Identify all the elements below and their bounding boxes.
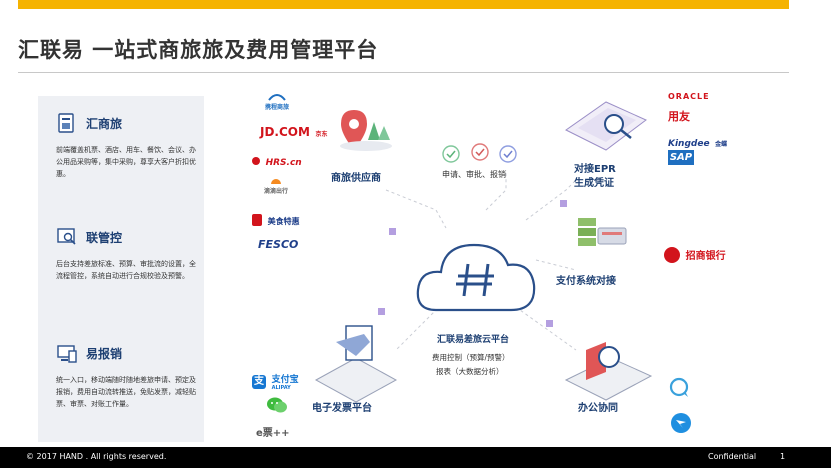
alipay-logo: 支 支付宝 ALIPAY bbox=[252, 371, 299, 391]
cash-icon bbox=[578, 218, 596, 226]
jd-logo-cn: 京东 bbox=[315, 131, 328, 138]
travel-icon bbox=[58, 113, 74, 133]
cmb-logo: 招商银行 bbox=[664, 244, 726, 263]
platform-logo-icon bbox=[456, 263, 494, 297]
hrs-logo: HRS.cn bbox=[252, 150, 302, 169]
cmb-logo-text: 招商银行 bbox=[685, 251, 726, 262]
jd-logo: JD.COM 京东 bbox=[260, 121, 328, 140]
connector-supplier bbox=[385, 189, 447, 229]
kingdee-logo: Kingdee 金蝶 bbox=[668, 131, 727, 150]
footer-confidential: Confidential bbox=[708, 452, 757, 461]
feature-travel-name: 汇商旅 bbox=[86, 117, 123, 131]
fesco-logo: FESCO bbox=[258, 238, 299, 251]
feature-control-desc: 后台支持差旅标准、预算、审批流的设置，全流程管控，系统自动进行合规校验及预警。 bbox=[56, 260, 196, 280]
features-panel bbox=[38, 96, 204, 442]
didi-logo-text: 滴滴出行 bbox=[263, 188, 288, 195]
footer-copyright: © 2017 HAND . All rights reserved. bbox=[26, 452, 167, 461]
footer-page-number: 1 bbox=[780, 452, 786, 461]
page-title: 汇联易 一站式商旅旅及费用管理平台 bbox=[18, 38, 379, 62]
cube-1 bbox=[389, 228, 396, 235]
invoice-node bbox=[314, 325, 398, 403]
feature-reimburse-desc: 统一入口，移动端随时随地差旅申请、预定及报销，费用自动流转推送，免贴发票，减轻贴… bbox=[56, 376, 196, 408]
erp-label-2: 生成凭证 bbox=[574, 176, 614, 189]
cart-icon bbox=[336, 334, 370, 356]
chat-bubble-icon bbox=[669, 377, 689, 397]
cloud-title-label: 汇联易差旅云平台 bbox=[437, 333, 509, 345]
dingtalk-icon bbox=[671, 413, 691, 433]
ctrip-logo-text: 携程商旅 bbox=[264, 104, 289, 111]
connector-payment bbox=[535, 259, 577, 271]
office-label: 办公协同 bbox=[578, 401, 618, 414]
meishi-logo-text: 美食特惠 bbox=[267, 217, 300, 226]
wechat-icon bbox=[267, 397, 287, 413]
cloud-line1-label: 费用控制（预算/预警） bbox=[432, 352, 510, 362]
cube-4 bbox=[378, 308, 385, 315]
card-icon bbox=[597, 227, 627, 245]
erp-label-1: 对接EPR bbox=[574, 162, 616, 175]
oracle-logo: ORACLE bbox=[668, 92, 710, 101]
map-pin-icon bbox=[341, 110, 367, 150]
didi-logo: 滴滴出行 bbox=[256, 174, 296, 195]
top-accent-bar bbox=[18, 0, 789, 9]
office-node bbox=[564, 342, 653, 401]
alipay-logo-text: 支付宝 bbox=[271, 375, 299, 385]
cube-2 bbox=[560, 200, 567, 207]
reimburse-icon bbox=[499, 145, 517, 163]
payment-label: 支付系统对接 bbox=[555, 274, 616, 287]
kingdee-logo-text: Kingdee bbox=[668, 139, 710, 149]
yonyou-logo: 用友 bbox=[668, 110, 690, 123]
connector-erp bbox=[525, 179, 577, 221]
alipay-icon: 支 bbox=[252, 374, 266, 389]
supplier-label: 商旅供应商 bbox=[331, 171, 381, 184]
hrs-icon bbox=[252, 156, 260, 165]
apply-icon bbox=[442, 145, 460, 163]
supplier-node bbox=[340, 110, 392, 151]
didi-icon bbox=[271, 179, 281, 184]
jd-logo-text: JD.COM bbox=[260, 125, 310, 139]
feature-reimburse-name: 易报销 bbox=[86, 347, 123, 361]
tree-icon bbox=[368, 122, 380, 140]
architecture-diagram: 商旅供应商 申请、审批、报销 对接EPR 生成凭证 支付系统对接 汇联易差旅云平… bbox=[312, 101, 653, 414]
feature-travel-desc: 前端覆盖机票、酒店、用车、餐饮、会议、办公用品采购等，集中采购，尊享大客户折扣优… bbox=[56, 146, 196, 178]
cmb-icon bbox=[664, 246, 680, 263]
erp-node bbox=[565, 101, 647, 151]
approve-icon bbox=[471, 143, 489, 161]
footer-bar: © 2017 HAND . All rights reserved. Confi… bbox=[0, 447, 831, 468]
approval-label: 申请、审批、报销 bbox=[442, 169, 506, 179]
magnifier-icon bbox=[604, 114, 624, 134]
connector-cubes bbox=[378, 200, 567, 327]
payment-node bbox=[578, 218, 627, 246]
ctrip-icon bbox=[268, 94, 286, 101]
cloud-line2-label: 报表（大数据分析） bbox=[436, 366, 504, 376]
cube-3 bbox=[546, 320, 553, 327]
ctrip-logo: 携程商旅 bbox=[254, 92, 300, 111]
monitor-icon bbox=[57, 228, 76, 245]
epiao-logo: e票++ bbox=[256, 428, 290, 439]
cloud-platform bbox=[416, 243, 536, 312]
devices-icon bbox=[57, 345, 77, 363]
meishi-logo: 美食特惠 bbox=[252, 209, 300, 228]
hrs-logo-text: HRS.cn bbox=[265, 158, 302, 168]
sap-logo: SAP bbox=[668, 150, 694, 165]
approval-node bbox=[442, 143, 517, 163]
meishi-icon bbox=[252, 213, 262, 226]
title-divider bbox=[18, 72, 789, 73]
alipay-logo-en: ALIPAY bbox=[271, 385, 291, 391]
feature-control-name: 联管控 bbox=[86, 231, 123, 245]
invoice-label: 电子发票平台 bbox=[312, 401, 372, 414]
kingdee-logo-cn: 金蝶 bbox=[715, 141, 728, 148]
